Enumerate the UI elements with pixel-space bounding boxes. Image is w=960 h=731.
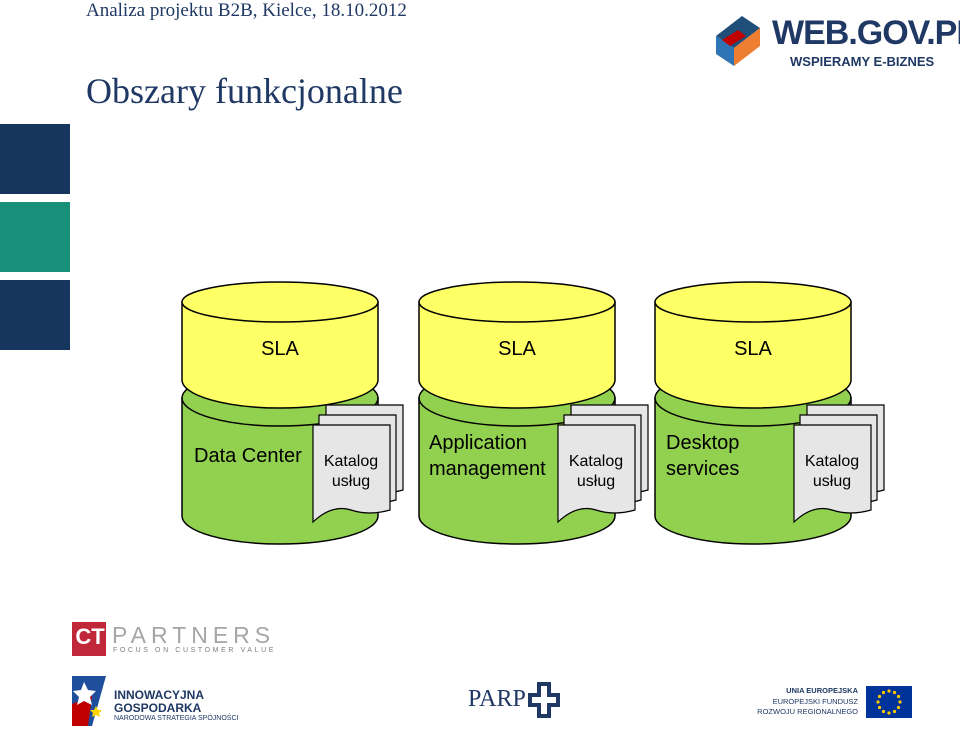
service-label-line: services	[666, 458, 740, 480]
ue-line3: ROZWOJU REGIONALNEGO	[757, 707, 858, 716]
ig-line3: NARODOWA STRATEGIA SPÓJNOŚCI	[114, 715, 239, 722]
service-label-line: management	[429, 458, 546, 480]
ue-line1: UNIA EUROPEJSKA	[786, 686, 858, 695]
eu-flag-icon	[866, 686, 912, 718]
catalog-label-line: Katalog	[804, 453, 860, 470]
sla-label-application-management: SLA	[498, 338, 536, 360]
ct-partners-logo: CT PARTNERS FOCUS ON CUSTOMER VALUE	[72, 622, 273, 658]
document-stack-icon	[793, 404, 885, 524]
document-stack-icon	[557, 404, 649, 524]
innovation-flag-icon	[72, 676, 106, 726]
partners-tagline: FOCUS ON CUSTOMER VALUE	[113, 647, 276, 654]
service-label-desktop-services: Desktop services	[666, 430, 739, 482]
service-label-line: Desktop	[666, 432, 740, 454]
parp-logo: PARP	[468, 682, 563, 722]
webgov-emblem-icon	[716, 16, 760, 66]
partners-text: PARTNERS	[112, 622, 276, 648]
catalog-label-line: usług	[812, 473, 852, 490]
parp-emblem-icon	[528, 682, 560, 718]
service-label-application-management: Application management	[429, 430, 546, 482]
catalog-label: Katalog usług	[793, 452, 871, 492]
eu-fund-logo: UNIA EUROPEJSKA EUROPEJSKI FUNDUSZ ROZWO…	[757, 684, 912, 720]
side-bar-teal	[0, 202, 70, 272]
ct-letters: CT	[75, 624, 105, 649]
document-stack-icon	[312, 404, 404, 524]
presentation-subtitle: Analiza projektu B2B, Kielce, 18.10.2012	[86, 0, 407, 21]
service-label-data-center: Data Center	[194, 443, 302, 469]
catalog-document-stack-desktop-services: Katalog usług	[793, 404, 885, 528]
side-bar-dark-blue-bottom	[0, 280, 70, 350]
slide-title: Obszary funkcjonalne	[86, 71, 403, 111]
ig-line2: GOSPODARKA	[114, 701, 202, 715]
catalog-label: Katalog usług	[557, 452, 635, 492]
ct-logo-box	[72, 622, 106, 656]
service-label-line: Data Center	[194, 445, 302, 467]
catalog-label-line: Katalog	[568, 453, 624, 470]
parp-text: PARP	[468, 686, 526, 712]
catalog-label-line: usług	[576, 473, 616, 490]
catalog-document-stack-application-management: Katalog usług	[557, 404, 649, 528]
sla-label-desktop-services: SLA	[734, 338, 772, 360]
catalog-document-stack-data-center: Katalog usług	[312, 404, 404, 528]
catalog-label-line: Katalog	[323, 453, 379, 470]
service-label-line: Application	[429, 432, 527, 454]
ig-line1: INNOWACYJNA	[114, 688, 205, 702]
innowacyjna-gospodarka-logo: INNOWACYJNA GOSPODARKA NARODOWA STRATEGI…	[72, 676, 242, 726]
side-bar-dark-blue-top	[0, 124, 70, 194]
webgov-sub-text: WSPIERAMY E-BIZNES	[790, 54, 935, 69]
catalog-label-line: usług	[331, 473, 371, 490]
sla-label-data-center: SLA	[261, 338, 299, 360]
webgov-main-text: WEB.GOV.PL	[772, 14, 960, 52]
catalog-label: Katalog usług	[312, 452, 390, 492]
ue-line2: EUROPEJSKI FUNDUSZ	[772, 697, 858, 706]
webgov-logo: WEB.GOV.PL WSPIERAMY E-BIZNES	[712, 10, 960, 76]
